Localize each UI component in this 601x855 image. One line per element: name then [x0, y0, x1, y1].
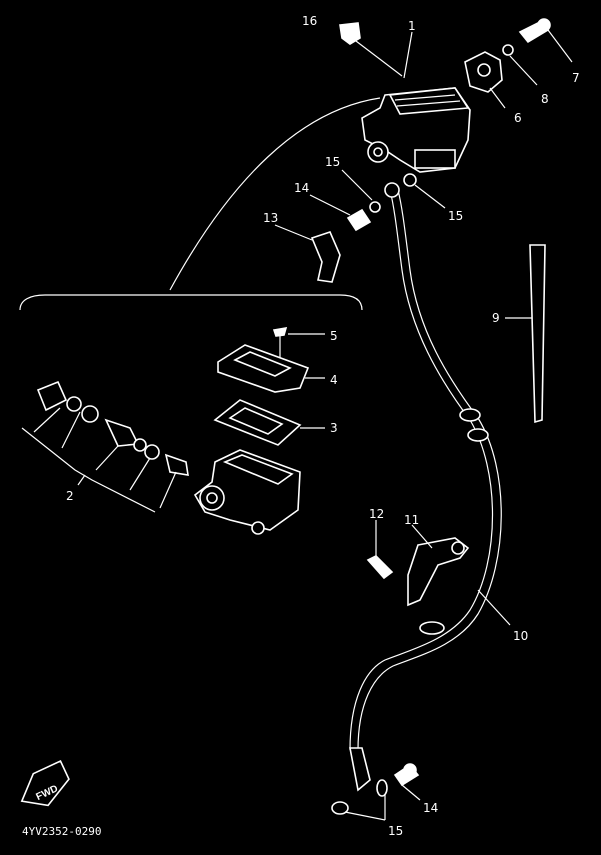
cable-tie — [505, 244, 546, 424]
master-cylinder-body — [193, 449, 301, 535]
hose-boot — [274, 224, 341, 283]
label-part-11: 11 — [404, 513, 419, 527]
label-part-7: 7 — [572, 71, 580, 85]
master-cylinder-assembly — [361, 87, 471, 173]
upper-union-bolt — [346, 208, 372, 232]
holder-washer — [502, 44, 514, 56]
label-part-6: 6 — [514, 111, 522, 125]
hose-guide — [407, 524, 470, 607]
lower-washer-a — [331, 801, 349, 815]
label-part-14-lower: 14 — [423, 801, 438, 815]
label-part-15-right: 15 — [448, 209, 463, 223]
lower-washer-b — [376, 779, 388, 797]
detail-callout — [19, 97, 381, 311]
guide-bolt — [366, 520, 394, 580]
label-part-8: 8 — [541, 92, 549, 106]
label-part-15-bottom: 15 — [388, 824, 403, 838]
upper-washer-a — [369, 201, 381, 213]
label-part-4: 4 — [330, 373, 338, 387]
label-part-16: 16 — [302, 14, 317, 28]
label-part-1: 1 — [408, 19, 416, 33]
label-part-12: 12 — [369, 507, 384, 521]
label-part-10: 10 — [513, 629, 528, 643]
forward-arrow-icon: FWD — [20, 759, 70, 807]
label-part-13: 13 — [263, 211, 278, 225]
label-part-14-upper: 14 — [294, 181, 309, 195]
lever-holder — [464, 51, 503, 93]
label-part-9: 9 — [492, 311, 500, 325]
lower-union-bolt — [393, 763, 420, 787]
reservoir-cap — [339, 22, 403, 77]
label-part-15-top: 15 — [325, 155, 340, 169]
label-part-2: 2 — [66, 489, 74, 503]
piston-kit — [21, 380, 189, 513]
brake-hose — [349, 182, 511, 792]
reservoir-cover — [217, 344, 325, 393]
label-part-3: 3 — [330, 421, 338, 435]
upper-washer-b — [403, 173, 417, 187]
drawing-code: 4YV2352-0290 — [22, 825, 101, 838]
holder-bolt — [518, 18, 551, 44]
label-part-5: 5 — [330, 329, 338, 343]
diaphragm — [213, 399, 325, 446]
